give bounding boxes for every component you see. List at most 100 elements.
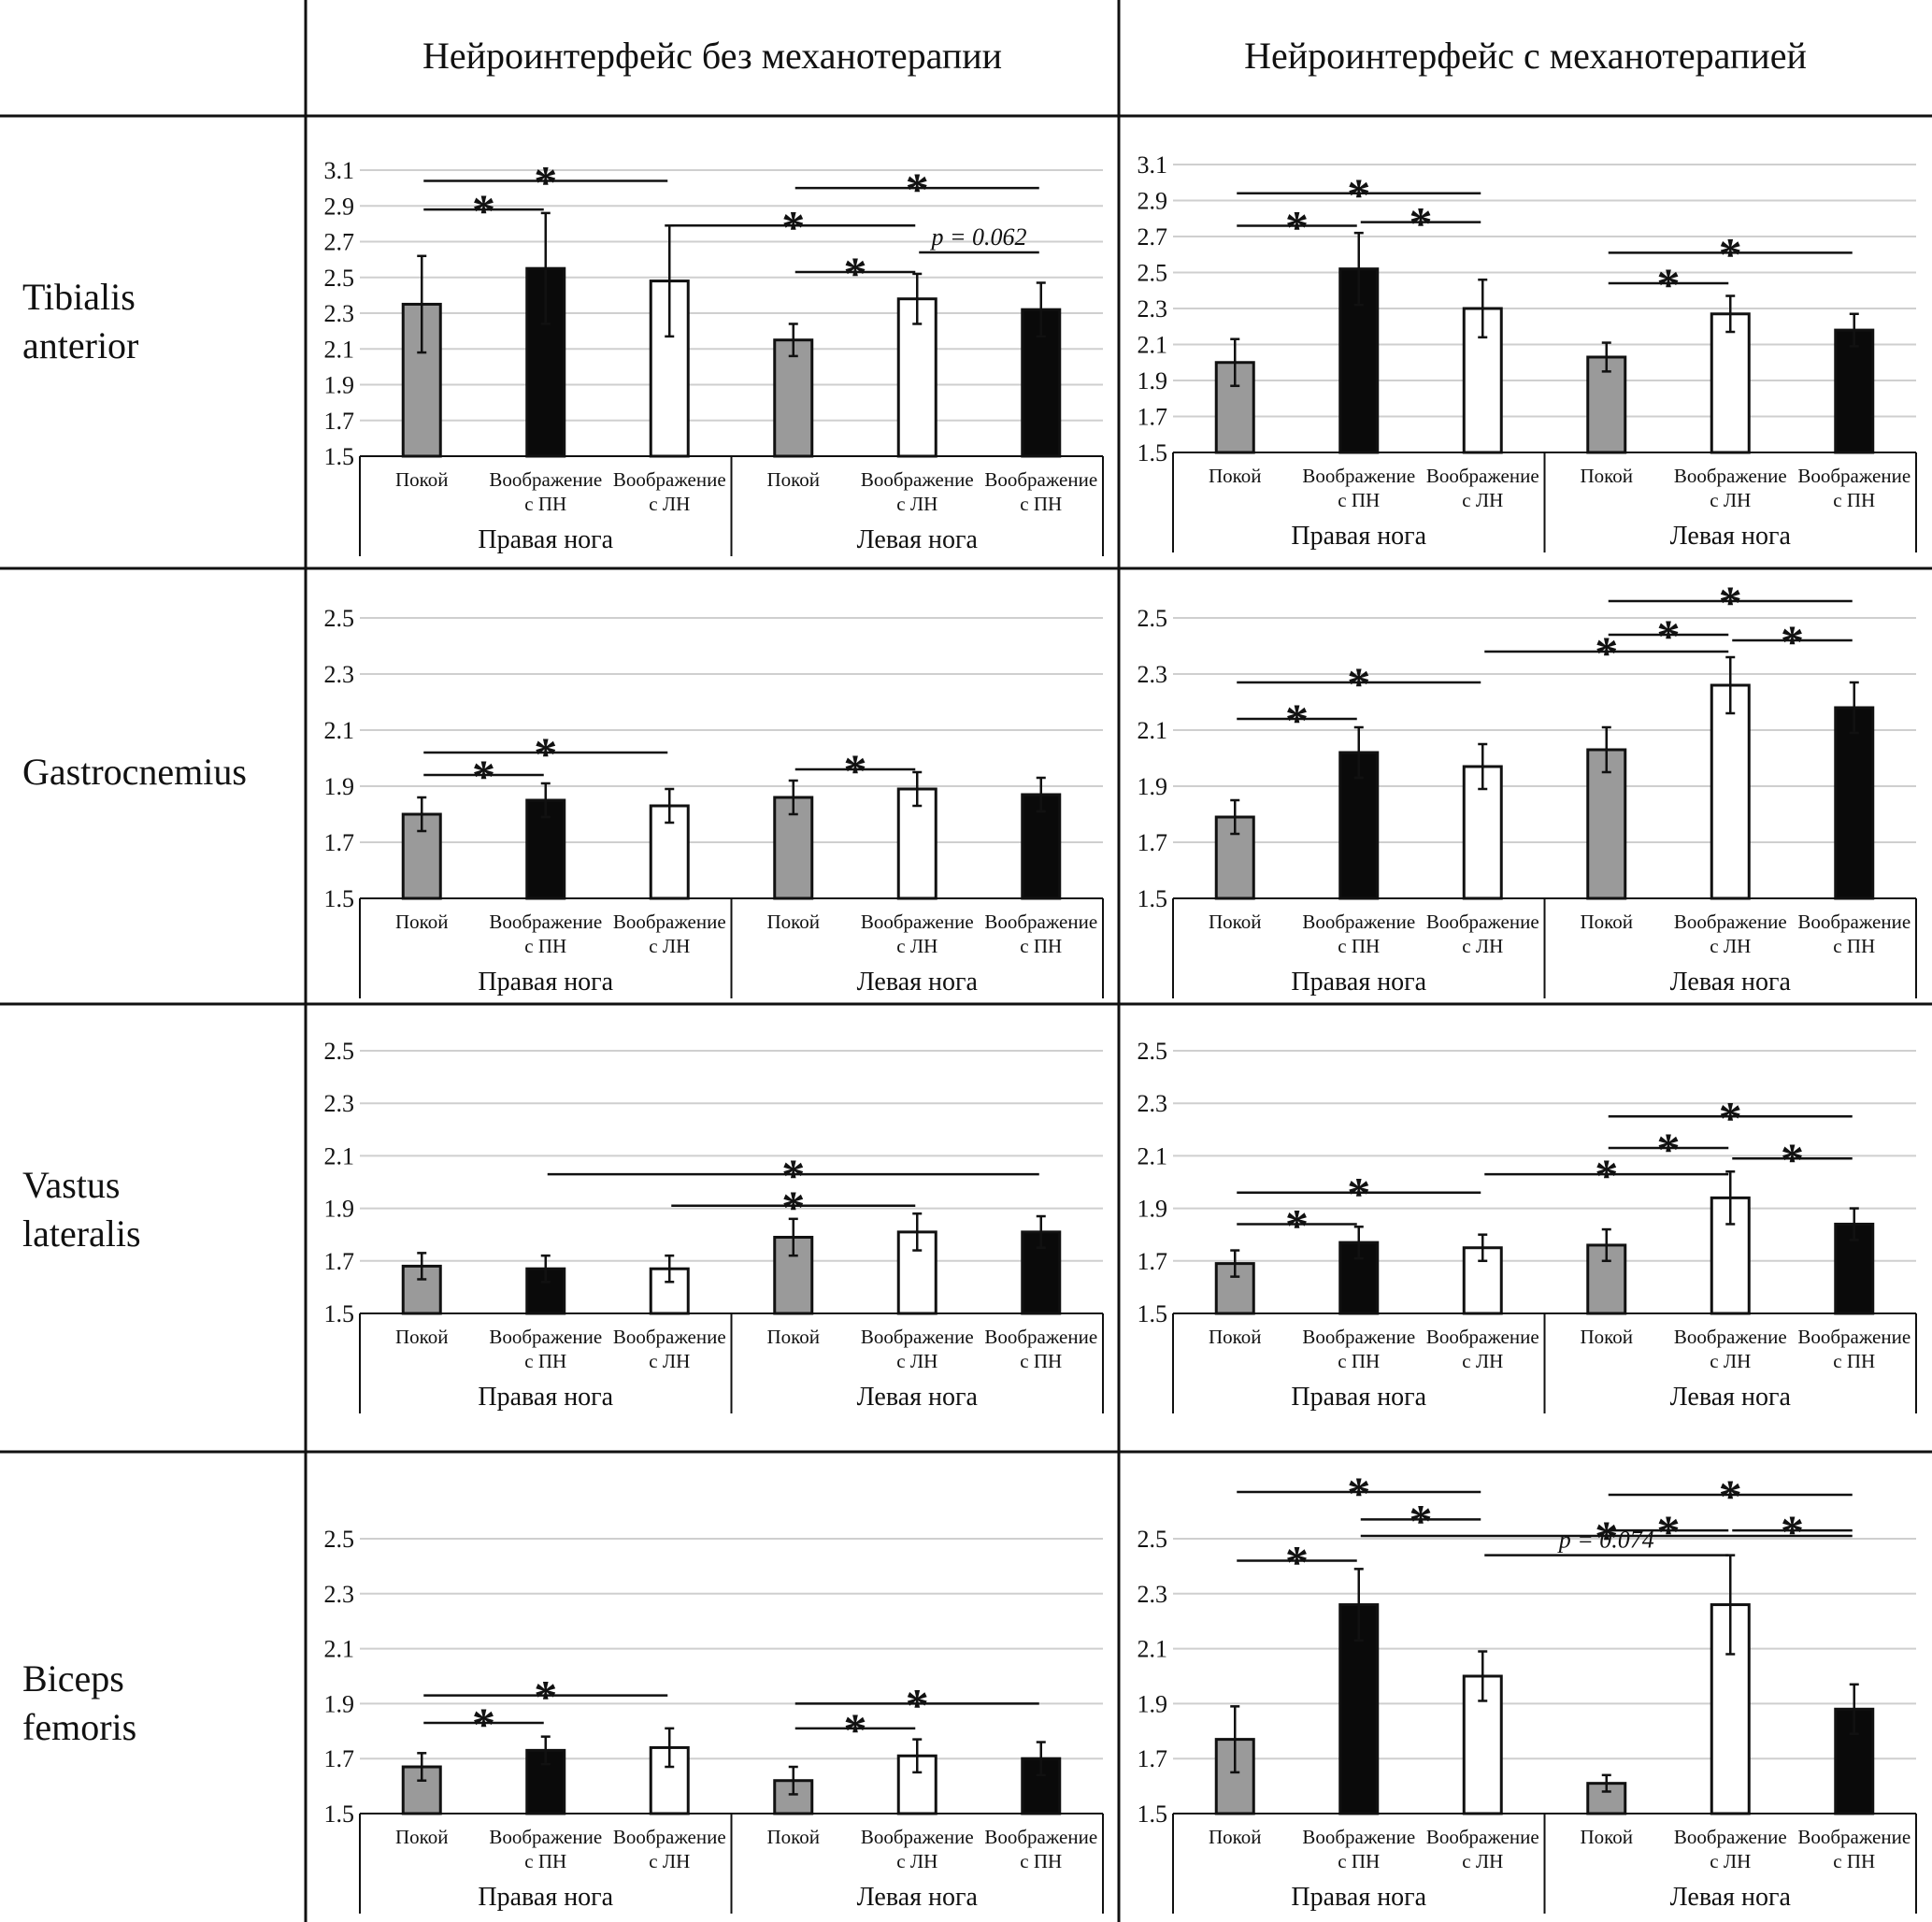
y-tick-label: 1.9 bbox=[1138, 773, 1168, 800]
category-label: Воображение bbox=[984, 1326, 1097, 1348]
category-label: Покой bbox=[395, 468, 449, 491]
category-label: с ЛН bbox=[649, 1350, 690, 1372]
y-tick-label: 2.5 bbox=[324, 1526, 355, 1553]
category-label: Покой bbox=[766, 1826, 820, 1848]
group-label: Правая нога bbox=[478, 968, 613, 997]
group-label: Правая нога bbox=[1291, 522, 1426, 551]
y-tick-label: 2.5 bbox=[1138, 1526, 1168, 1553]
significance-marker: * bbox=[1285, 1198, 1309, 1251]
y-tick-label: 3.1 bbox=[324, 157, 355, 184]
category-label: с ПН bbox=[524, 493, 566, 515]
significance-marker: * bbox=[844, 744, 867, 796]
row-label-line: lateralis bbox=[22, 1212, 141, 1255]
y-tick-label: 1.5 bbox=[1138, 885, 1168, 912]
y-tick-label: 2.3 bbox=[1138, 1581, 1168, 1608]
y-tick-label: 1.5 bbox=[324, 885, 355, 912]
category-label: Воображение bbox=[613, 1326, 726, 1348]
category-label: Воображение bbox=[1302, 1826, 1415, 1848]
category-label: с ЛН bbox=[1462, 935, 1503, 957]
category-label: с ПН bbox=[524, 1850, 566, 1872]
y-tick-label: 1.7 bbox=[1138, 1248, 1168, 1275]
significance-marker: * bbox=[1719, 1091, 1742, 1143]
y-tick-label: 2.1 bbox=[1138, 1142, 1168, 1169]
significance-marker: * bbox=[781, 200, 805, 252]
y-tick-label: 2.5 bbox=[324, 265, 355, 292]
category-label: Воображение bbox=[489, 911, 602, 933]
row-label-vastus-lateralis: Vastus lateralis bbox=[22, 1161, 141, 1258]
significance-marker: * bbox=[781, 1181, 805, 1233]
bar bbox=[1021, 1230, 1062, 1315]
y-tick-label: 1.7 bbox=[1138, 404, 1168, 431]
category-label: Воображение bbox=[613, 468, 726, 491]
significance-marker: * bbox=[844, 1703, 867, 1756]
column-header-with-mechanotherapy: Нейроинтерфейс с механотерапией bbox=[1244, 35, 1807, 77]
y-tick-label: 1.9 bbox=[1138, 367, 1168, 394]
significance-marker: * bbox=[1657, 258, 1681, 310]
y-tick-label: 1.7 bbox=[324, 408, 355, 435]
significance-marker: * bbox=[1657, 610, 1681, 662]
category-label: с ПН bbox=[1020, 935, 1062, 957]
category-label: с ПН bbox=[1833, 489, 1875, 511]
y-tick-label: 1.9 bbox=[324, 773, 355, 800]
y-tick-label: 2.1 bbox=[1138, 1636, 1168, 1663]
category-label: с ПН bbox=[524, 1350, 566, 1372]
category-label: с ПН bbox=[1833, 935, 1875, 957]
category-label: Покой bbox=[395, 911, 449, 933]
y-tick-label: 2.3 bbox=[324, 300, 355, 327]
category-label: Покой bbox=[766, 1326, 820, 1348]
row-label-gastrocnemius: Gastrocnemius bbox=[22, 748, 247, 796]
category-label: Покой bbox=[1580, 1826, 1633, 1848]
significance-marker: * bbox=[1781, 1505, 1804, 1557]
y-tick-label: 2.1 bbox=[324, 336, 355, 363]
significance-marker: * bbox=[1657, 1505, 1681, 1557]
category-label: Воображение bbox=[1426, 1326, 1539, 1348]
category-label: Воображение bbox=[1426, 1826, 1539, 1848]
category-label: с ПН bbox=[1338, 1850, 1380, 1872]
category-label: с ЛН bbox=[896, 1350, 937, 1372]
y-tick-label: 2.1 bbox=[1138, 332, 1168, 359]
row-label-line: Biceps bbox=[22, 1657, 124, 1700]
significance-marker: * bbox=[1595, 1149, 1618, 1201]
y-tick-label: 2.5 bbox=[324, 1038, 355, 1065]
group-label: Левая нога bbox=[1670, 1883, 1792, 1912]
category-label: с ЛН bbox=[1462, 1350, 1503, 1372]
y-tick-label: 2.1 bbox=[324, 1636, 355, 1663]
y-tick-label: 1.9 bbox=[1138, 1690, 1168, 1717]
significance-marker: * bbox=[1410, 197, 1433, 250]
group-label: Правая нога bbox=[1291, 968, 1426, 997]
category-label: Покой bbox=[1209, 465, 1262, 487]
category-label: с ПН bbox=[1020, 1850, 1062, 1872]
category-label: Покой bbox=[766, 911, 820, 933]
y-tick-label: 2.5 bbox=[1138, 605, 1168, 632]
significance-marker: * bbox=[1285, 200, 1309, 252]
bar bbox=[1710, 312, 1751, 454]
y-tick-label: 1.9 bbox=[1138, 1196, 1168, 1223]
category-label: Воображение bbox=[613, 911, 726, 933]
bar bbox=[773, 338, 814, 458]
bar bbox=[1834, 328, 1875, 454]
y-tick-label: 1.7 bbox=[1138, 829, 1168, 856]
y-tick-label: 1.7 bbox=[324, 1248, 355, 1275]
category-label: Покой bbox=[1580, 1326, 1633, 1348]
significance-marker: * bbox=[534, 155, 557, 208]
y-tick-label: 2.3 bbox=[324, 661, 355, 688]
row-label-tibialis-anterior: Tibialis anterior bbox=[22, 273, 138, 370]
category-label: Воображение bbox=[489, 1326, 602, 1348]
y-tick-label: 1.5 bbox=[1138, 1800, 1168, 1828]
group-label: Правая нога bbox=[1291, 1883, 1426, 1912]
y-tick-label: 2.7 bbox=[1138, 223, 1168, 251]
significance-marker: * bbox=[472, 184, 495, 237]
category-label: Воображение bbox=[1426, 465, 1539, 487]
category-label: Воображение bbox=[861, 1326, 974, 1348]
category-label: с ЛН bbox=[649, 1850, 690, 1872]
category-label: Покой bbox=[395, 1826, 449, 1848]
y-tick-label: 2.7 bbox=[324, 229, 355, 256]
significance-marker: * bbox=[1781, 1133, 1804, 1185]
significance-marker: * bbox=[1285, 1536, 1309, 1588]
